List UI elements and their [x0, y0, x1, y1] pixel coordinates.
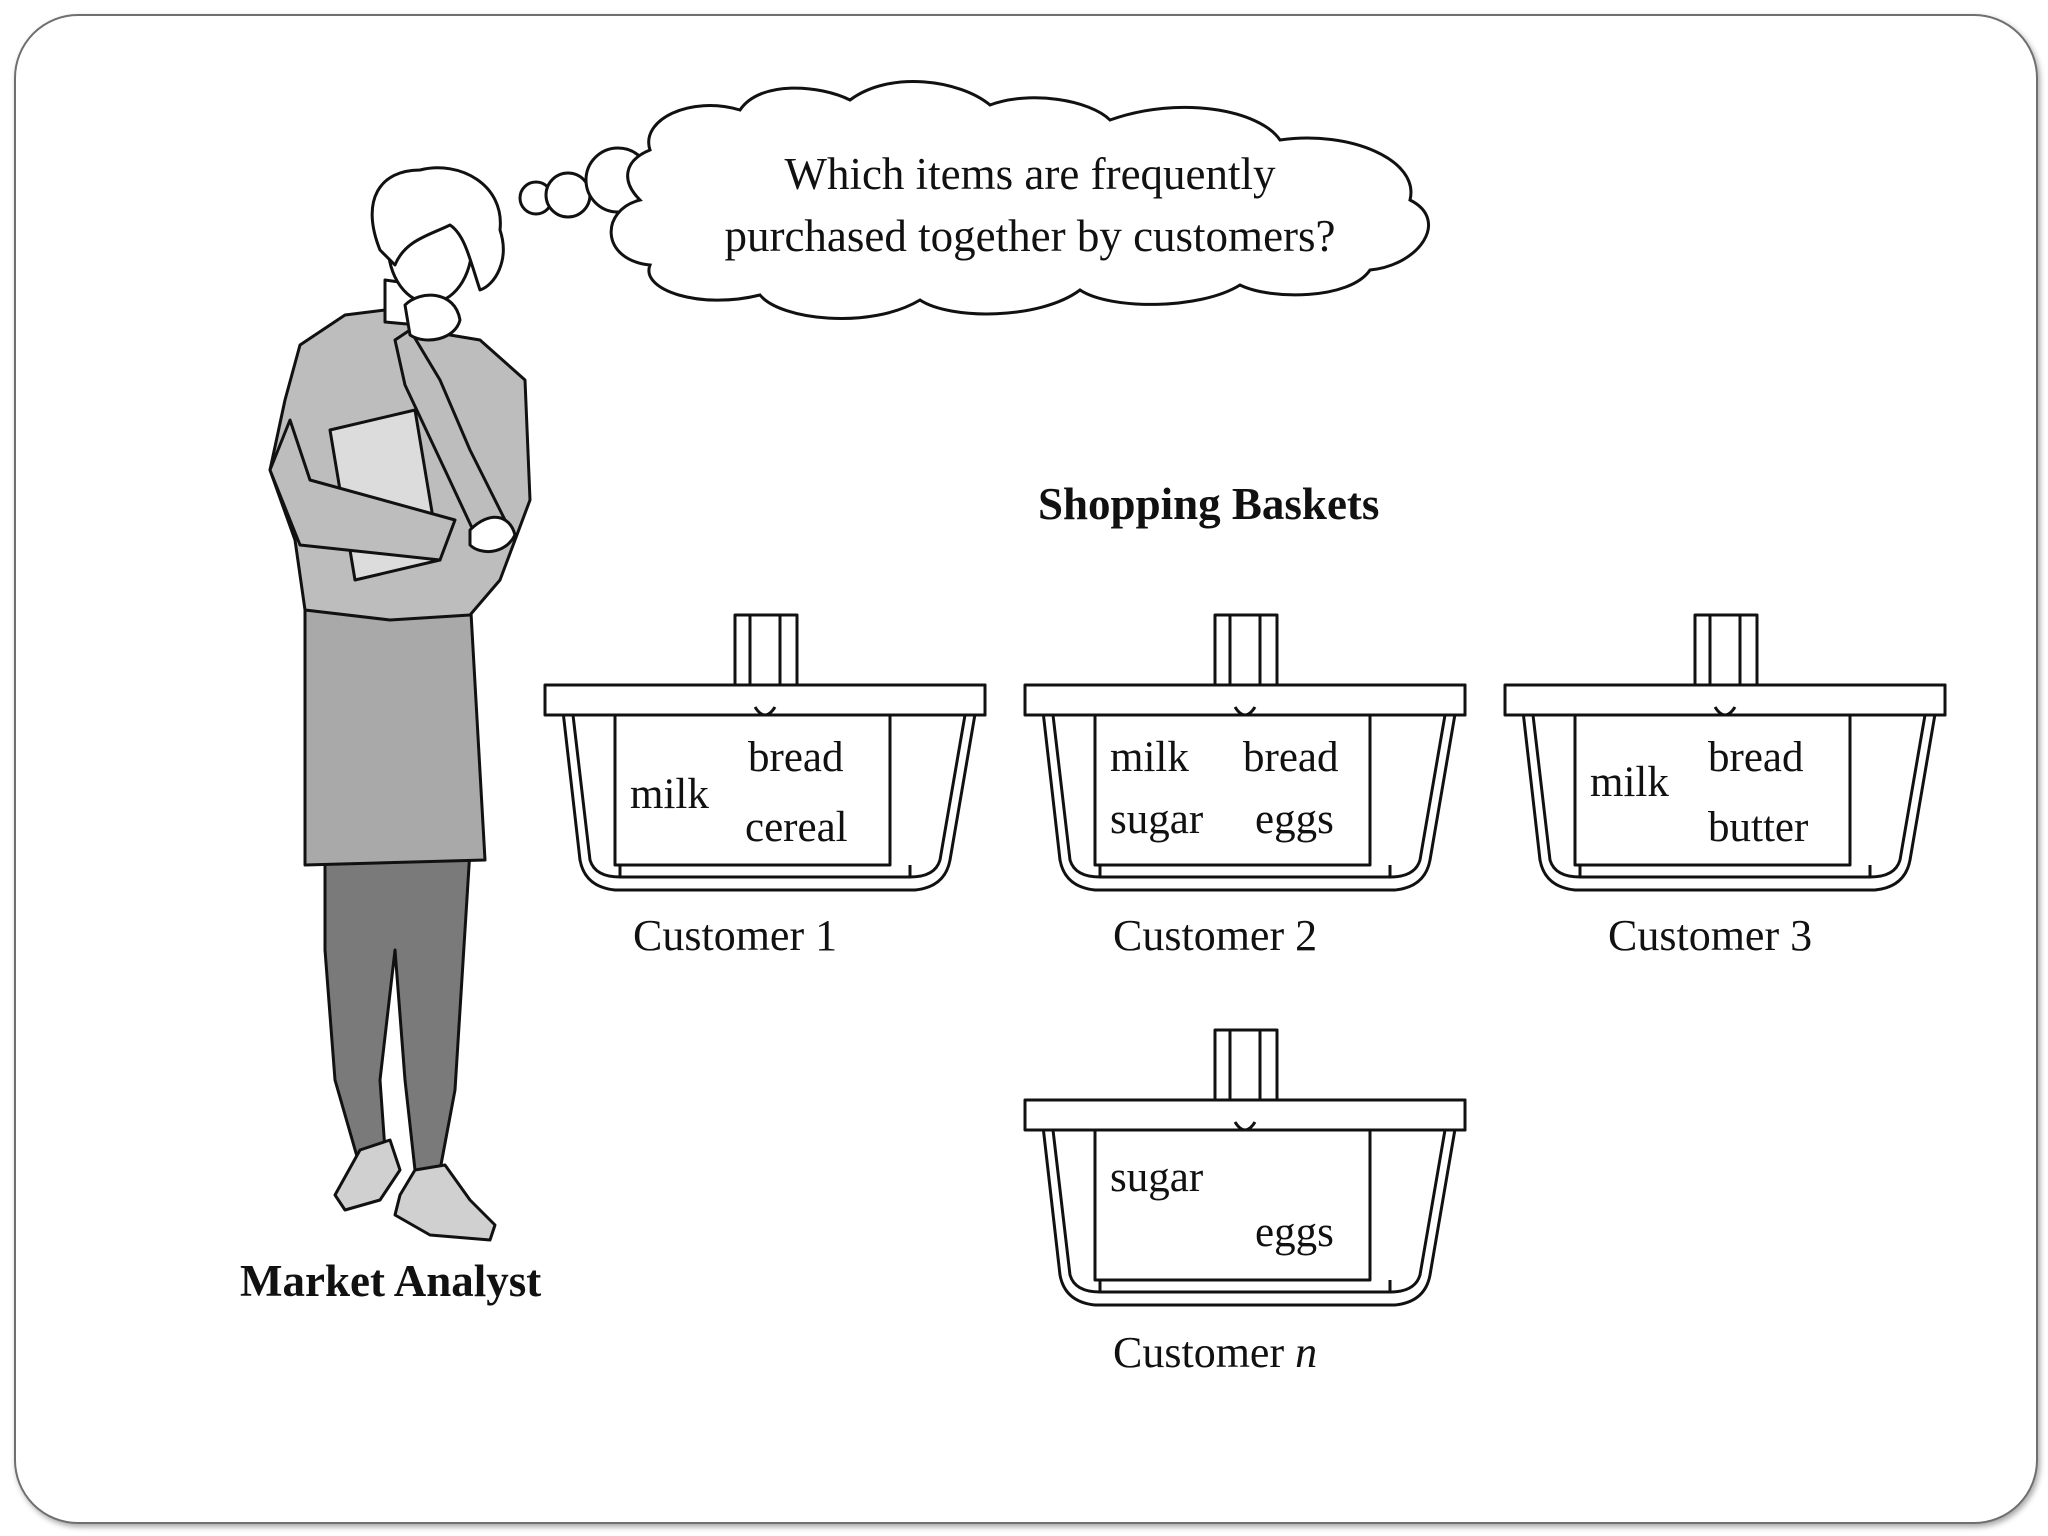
basket-strap: [1233, 706, 1257, 717]
analyst-hand-low: [468, 515, 517, 554]
basket-2-item-milk: milk: [1110, 734, 1189, 781]
analyst-figure: [268, 166, 532, 1242]
basket-rim: [1023, 683, 1467, 717]
basket-panel: [1573, 715, 1852, 867]
basket-strap: [1233, 1121, 1257, 1132]
basket-corner-left: [571, 714, 622, 879]
basket-2-item-sugar: sugar: [1110, 796, 1204, 843]
basket-rim-cap: [1443, 1098, 1467, 1132]
basket-rim-cap: [963, 683, 987, 717]
thought-bubble: [518, 80, 1430, 320]
basket-2-item-eggs: eggs: [1255, 796, 1334, 843]
basket-corner-left: [1051, 1129, 1102, 1294]
basket-1-customer-label: Customer 1: [633, 910, 837, 961]
basket-panel: [1093, 715, 1372, 867]
thought-line-1: Which items are frequently: [784, 149, 1276, 199]
basket-handle: [1693, 613, 1759, 687]
basket-panel: [613, 715, 892, 867]
customer-id: n: [1295, 1328, 1318, 1377]
basket-3: [1503, 613, 1947, 892]
analyst-skirt: [303, 593, 487, 867]
basket-corner-right: [1388, 1129, 1447, 1294]
basket-rim: [1023, 1098, 1467, 1132]
basket-2-item-bread: bread: [1243, 734, 1339, 781]
customer-prefix: Customer: [1113, 911, 1285, 960]
basket-handle: [1213, 1028, 1279, 1102]
basket-1-item-milk: milk: [630, 771, 709, 818]
basket-2: [1023, 613, 1467, 892]
baskets-layer: [543, 613, 1947, 1307]
basket-2-customer-label: Customer 2: [1113, 910, 1317, 961]
basket-n-item-eggs: eggs: [1255, 1209, 1334, 1256]
basket-n-customer-label: Customer n: [1113, 1327, 1317, 1378]
thought-text: Which items are frequently purchased tog…: [720, 143, 1340, 267]
thought-dot-medium: [544, 171, 592, 219]
basket-body: [1038, 683, 1462, 892]
basket-3-customer-label: Customer 3: [1608, 910, 1812, 961]
basket-corner-right: [1868, 714, 1927, 879]
basket-body: [1518, 683, 1942, 892]
basket-handle: [733, 613, 799, 687]
customer-prefix: Customer: [1113, 1328, 1285, 1377]
customer-id: 1: [815, 911, 838, 960]
analyst-hair: [370, 166, 505, 292]
basket-handle: [1213, 613, 1279, 687]
baskets-title: Shopping Baskets: [1038, 479, 1380, 529]
basket-corner-right: [1388, 714, 1447, 879]
analyst-shoe-left: [333, 1138, 402, 1212]
basket-strap: [753, 706, 777, 717]
basket-rim-cap: [1923, 683, 1947, 717]
basket-1-item-bread: bread: [748, 734, 844, 781]
customer-id: 3: [1790, 911, 1813, 960]
basket-rim-cap: [1443, 683, 1467, 717]
basket-rim: [1503, 683, 1947, 717]
analyst-hand: [403, 293, 462, 342]
basket-rim: [543, 683, 987, 717]
basket-corner-right: [908, 714, 967, 879]
customer-prefix: Customer: [1608, 911, 1780, 960]
basket-3-item-milk: milk: [1590, 759, 1669, 806]
customer-id: 2: [1295, 911, 1318, 960]
basket-n-item-sugar: sugar: [1110, 1154, 1204, 1201]
analyst-legs: [323, 848, 472, 1172]
analyst-shoe-right: [393, 1163, 497, 1242]
basket-strap: [1713, 706, 1737, 717]
analyst-arm-left: [268, 418, 457, 562]
customer-prefix: Customer: [633, 911, 805, 960]
basket-panel: [1093, 1130, 1372, 1282]
basket-3-item-bread: bread: [1708, 734, 1804, 781]
basket-n: [1023, 1028, 1467, 1307]
basket-1: [543, 613, 987, 892]
basket-3-item-butter: butter: [1708, 804, 1809, 851]
thought-line-2: purchased together by customers?: [724, 211, 1336, 261]
basket-1-item-cereal: cereal: [745, 804, 848, 851]
analyst-label: Market Analyst: [240, 1256, 542, 1306]
basket-corner-left: [1531, 714, 1582, 879]
basket-corner-left: [1051, 714, 1102, 879]
thought-cloud: [609, 80, 1430, 320]
basket-body: [1038, 1098, 1462, 1307]
basket-body: [558, 683, 982, 892]
